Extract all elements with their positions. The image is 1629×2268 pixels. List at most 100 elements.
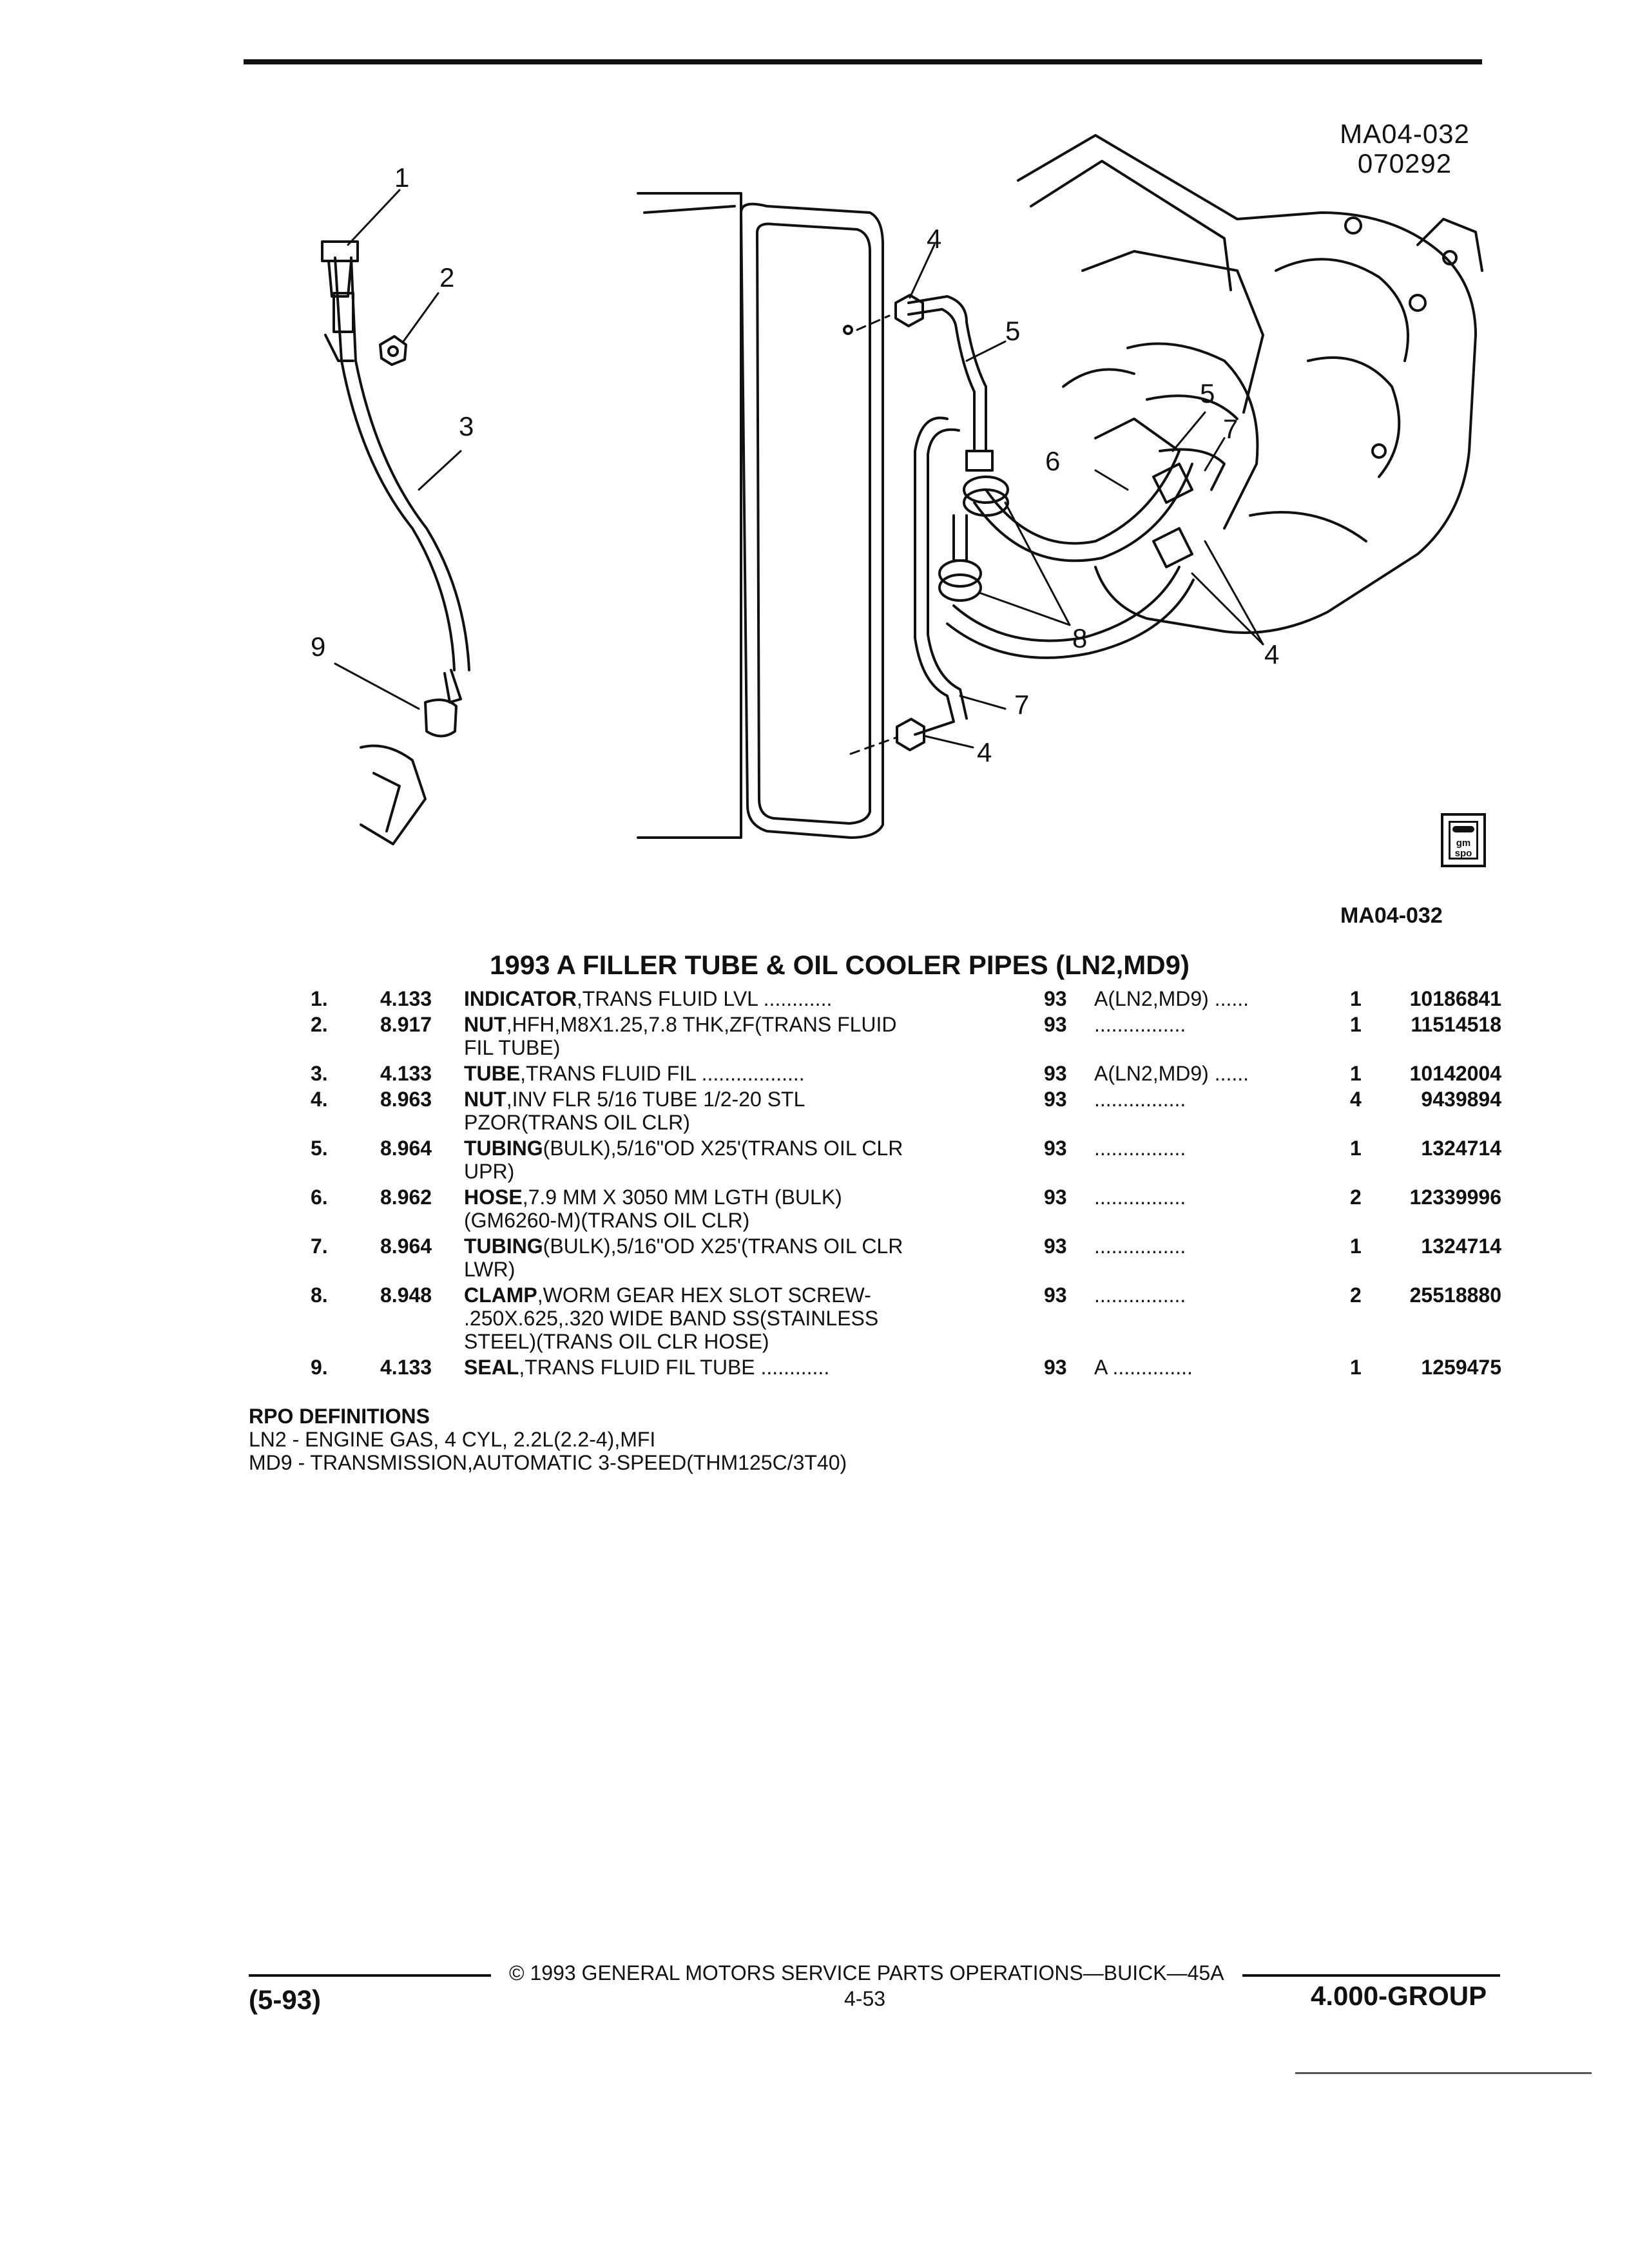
callout-8: 8 (1072, 623, 1087, 653)
part-application: A .............. (1094, 1356, 1193, 1379)
part-description: INDICATOR,TRANS FLUID LVL ............ (464, 987, 1173, 1010)
part-name: CLAMP (464, 1283, 537, 1307)
lower-cooler-pipe (896, 416, 968, 751)
part-name: HOSE (464, 1186, 523, 1209)
part-ref: 8.964 (380, 1235, 432, 1258)
part-desc: ,INV FLR 5/16 TUBE 1/2-20 STL (506, 1088, 805, 1111)
callout-2: 2 (439, 262, 454, 293)
part-quantity: 2 (1350, 1186, 1362, 1209)
part-desc-line2: PZOR(TRANS OIL CLR) (464, 1111, 690, 1134)
part-year: 93 (1044, 1356, 1067, 1379)
part-number: 1. (311, 987, 328, 1010)
callout-5-left: 5 (1005, 316, 1020, 346)
part-year: 93 (1044, 1088, 1067, 1111)
part-desc-line2: FIL TUBE) (464, 1036, 561, 1059)
part-ref: 8.962 (380, 1186, 432, 1209)
parts-row: 2. 8.917 NUT,HFH,M8X1.25,7.8 THK,ZF(TRANS … (277, 1013, 1508, 1059)
part-year: 93 (1044, 1137, 1067, 1160)
part-desc-line2: .250X.625,.320 WIDE BAND SS(STAINLESS (464, 1307, 879, 1330)
part-description: TUBING(BULK),5/16"OD X25'(TRANS OIL CLR U… (464, 1137, 1173, 1183)
part-desc-line2: UPR) (464, 1160, 515, 1183)
badge-bar-icon (1452, 826, 1474, 832)
callout-7-lower: 7 (1014, 689, 1029, 720)
page-title: 1993 A FILLER TUBE & OIL COOLER PIPES (L… (490, 950, 1190, 980)
callout-5-right: 5 (1200, 378, 1215, 408)
part-quantity: 1 (1350, 1235, 1362, 1258)
part-desc: ,HFH,M8X1.25,7.8 THK,ZF(TRANS FLUID (506, 1013, 897, 1036)
rpo-definitions: RPO DEFINITIONS LN2 - ENGINE GAS, 4 CYL,… (249, 1405, 847, 1474)
part-quantity: 2 (1350, 1283, 1362, 1307)
part-name: INDICATOR (464, 987, 577, 1010)
part-pn: 25518880 (1409, 1283, 1501, 1307)
upper-cooler-pipe (894, 294, 994, 472)
transmission-illustration (1017, 134, 1483, 634)
part-pn: 9439894 (1421, 1088, 1501, 1111)
parts-row: 1. 4.133 INDICATOR,TRANS FLUID LVL .......… (277, 987, 1508, 1010)
part-desc-line2: (GM6260-M)(TRANS OIL CLR) (464, 1209, 750, 1232)
rpo-heading: RPO DEFINITIONS (249, 1405, 430, 1428)
part-quantity: 1 (1350, 1013, 1362, 1036)
part-quantity: 1 (1350, 1137, 1362, 1160)
part-ref: 8.948 (380, 1283, 432, 1307)
top-rule (244, 59, 1482, 64)
part-desc: ,WORM GEAR HEX SLOT SCREW- (537, 1283, 871, 1307)
rpo-line-ln2: LN2 - ENGINE GAS, 4 CYL, 2.2L(2.2-4),MFI (249, 1428, 656, 1451)
copyright-text: © 1993 GENERAL MOTORS SERVICE PARTS OPER… (509, 1961, 1224, 1984)
part-ref: 4.133 (380, 1062, 432, 1085)
part-pn: 1324714 (1421, 1235, 1501, 1258)
part-number: 2. (311, 1013, 328, 1036)
part-pn: 1324714 (1421, 1137, 1501, 1160)
part-name: NUT (464, 1013, 506, 1036)
part-application: ................ (1094, 1137, 1186, 1160)
filler-tube-illustration (321, 240, 470, 845)
part-year: 93 (1044, 1013, 1067, 1036)
callout-4-lower: 4 (977, 737, 992, 767)
part-year: 93 (1044, 1235, 1067, 1258)
part-quantity: 4 (1350, 1088, 1362, 1111)
group-label: 4.000-GROUP (1311, 1981, 1487, 2011)
diagram-id-block: MA04-032 070292 (1321, 119, 1489, 178)
part-year: 93 (1044, 1186, 1067, 1209)
part-desc: (BULK),5/16"OD X25'(TRANS OIL CLR (543, 1235, 903, 1258)
part-name: TUBE (464, 1062, 521, 1085)
page-number: 4-53 (844, 1987, 886, 2010)
footer-rule-right (1242, 1974, 1500, 1977)
part-pn: 11514518 (1411, 1013, 1501, 1036)
part-pn: 10186841 (1409, 987, 1501, 1010)
callout-6: 6 (1045, 446, 1060, 476)
part-name: TUBING (464, 1235, 543, 1258)
part-number: 7. (311, 1235, 328, 1258)
part-pn: 10142004 (1409, 1062, 1501, 1085)
reference-code: MA04-032 (1340, 903, 1443, 928)
part-ref: 4.133 (380, 1356, 432, 1379)
part-number: 8. (311, 1283, 328, 1307)
scan-mark-line (1295, 2072, 1592, 2074)
callout-leaders (334, 189, 1264, 749)
part-desc: ,TRANS FLUID FIL TUBE ............ (519, 1356, 830, 1379)
callout-3: 3 (459, 411, 474, 441)
part-description: SEAL,TRANS FLUID FIL TUBE ............ (464, 1356, 1173, 1379)
part-desc-line2: LWR) (464, 1258, 516, 1281)
part-desc: ,TRANS FLUID LVL ............ (576, 987, 833, 1010)
rpo-line-md9: MD9 - TRANSMISSION,AUTOMATIC 3-SPEED(THM… (249, 1451, 847, 1474)
footer-rule-left (249, 1974, 491, 1977)
part-year: 93 (1044, 1062, 1067, 1085)
part-ref: 4.133 (380, 987, 432, 1010)
part-number: 4. (311, 1088, 328, 1111)
part-ref: 8.917 (380, 1013, 432, 1036)
part-application: ................ (1094, 1088, 1186, 1111)
part-desc: (BULK),5/16"OD X25'(TRANS OIL CLR (543, 1137, 903, 1160)
part-ref: 8.964 (380, 1137, 432, 1160)
diagram-id: MA04-032 (1340, 119, 1470, 149)
callout-4-upper: 4 (927, 224, 941, 254)
part-application: A(LN2,MD9) ...... (1094, 1062, 1249, 1085)
part-name: TUBING (464, 1137, 543, 1160)
part-description: TUBING(BULK),5/16"OD X25'(TRANS OIL CLR L… (464, 1235, 1173, 1281)
part-description: TUBE,TRANS FLUID FIL .................. (464, 1062, 1173, 1085)
part-pn: 12339996 (1409, 1186, 1501, 1209)
part-desc: ,TRANS FLUID FIL .................. (520, 1062, 805, 1085)
